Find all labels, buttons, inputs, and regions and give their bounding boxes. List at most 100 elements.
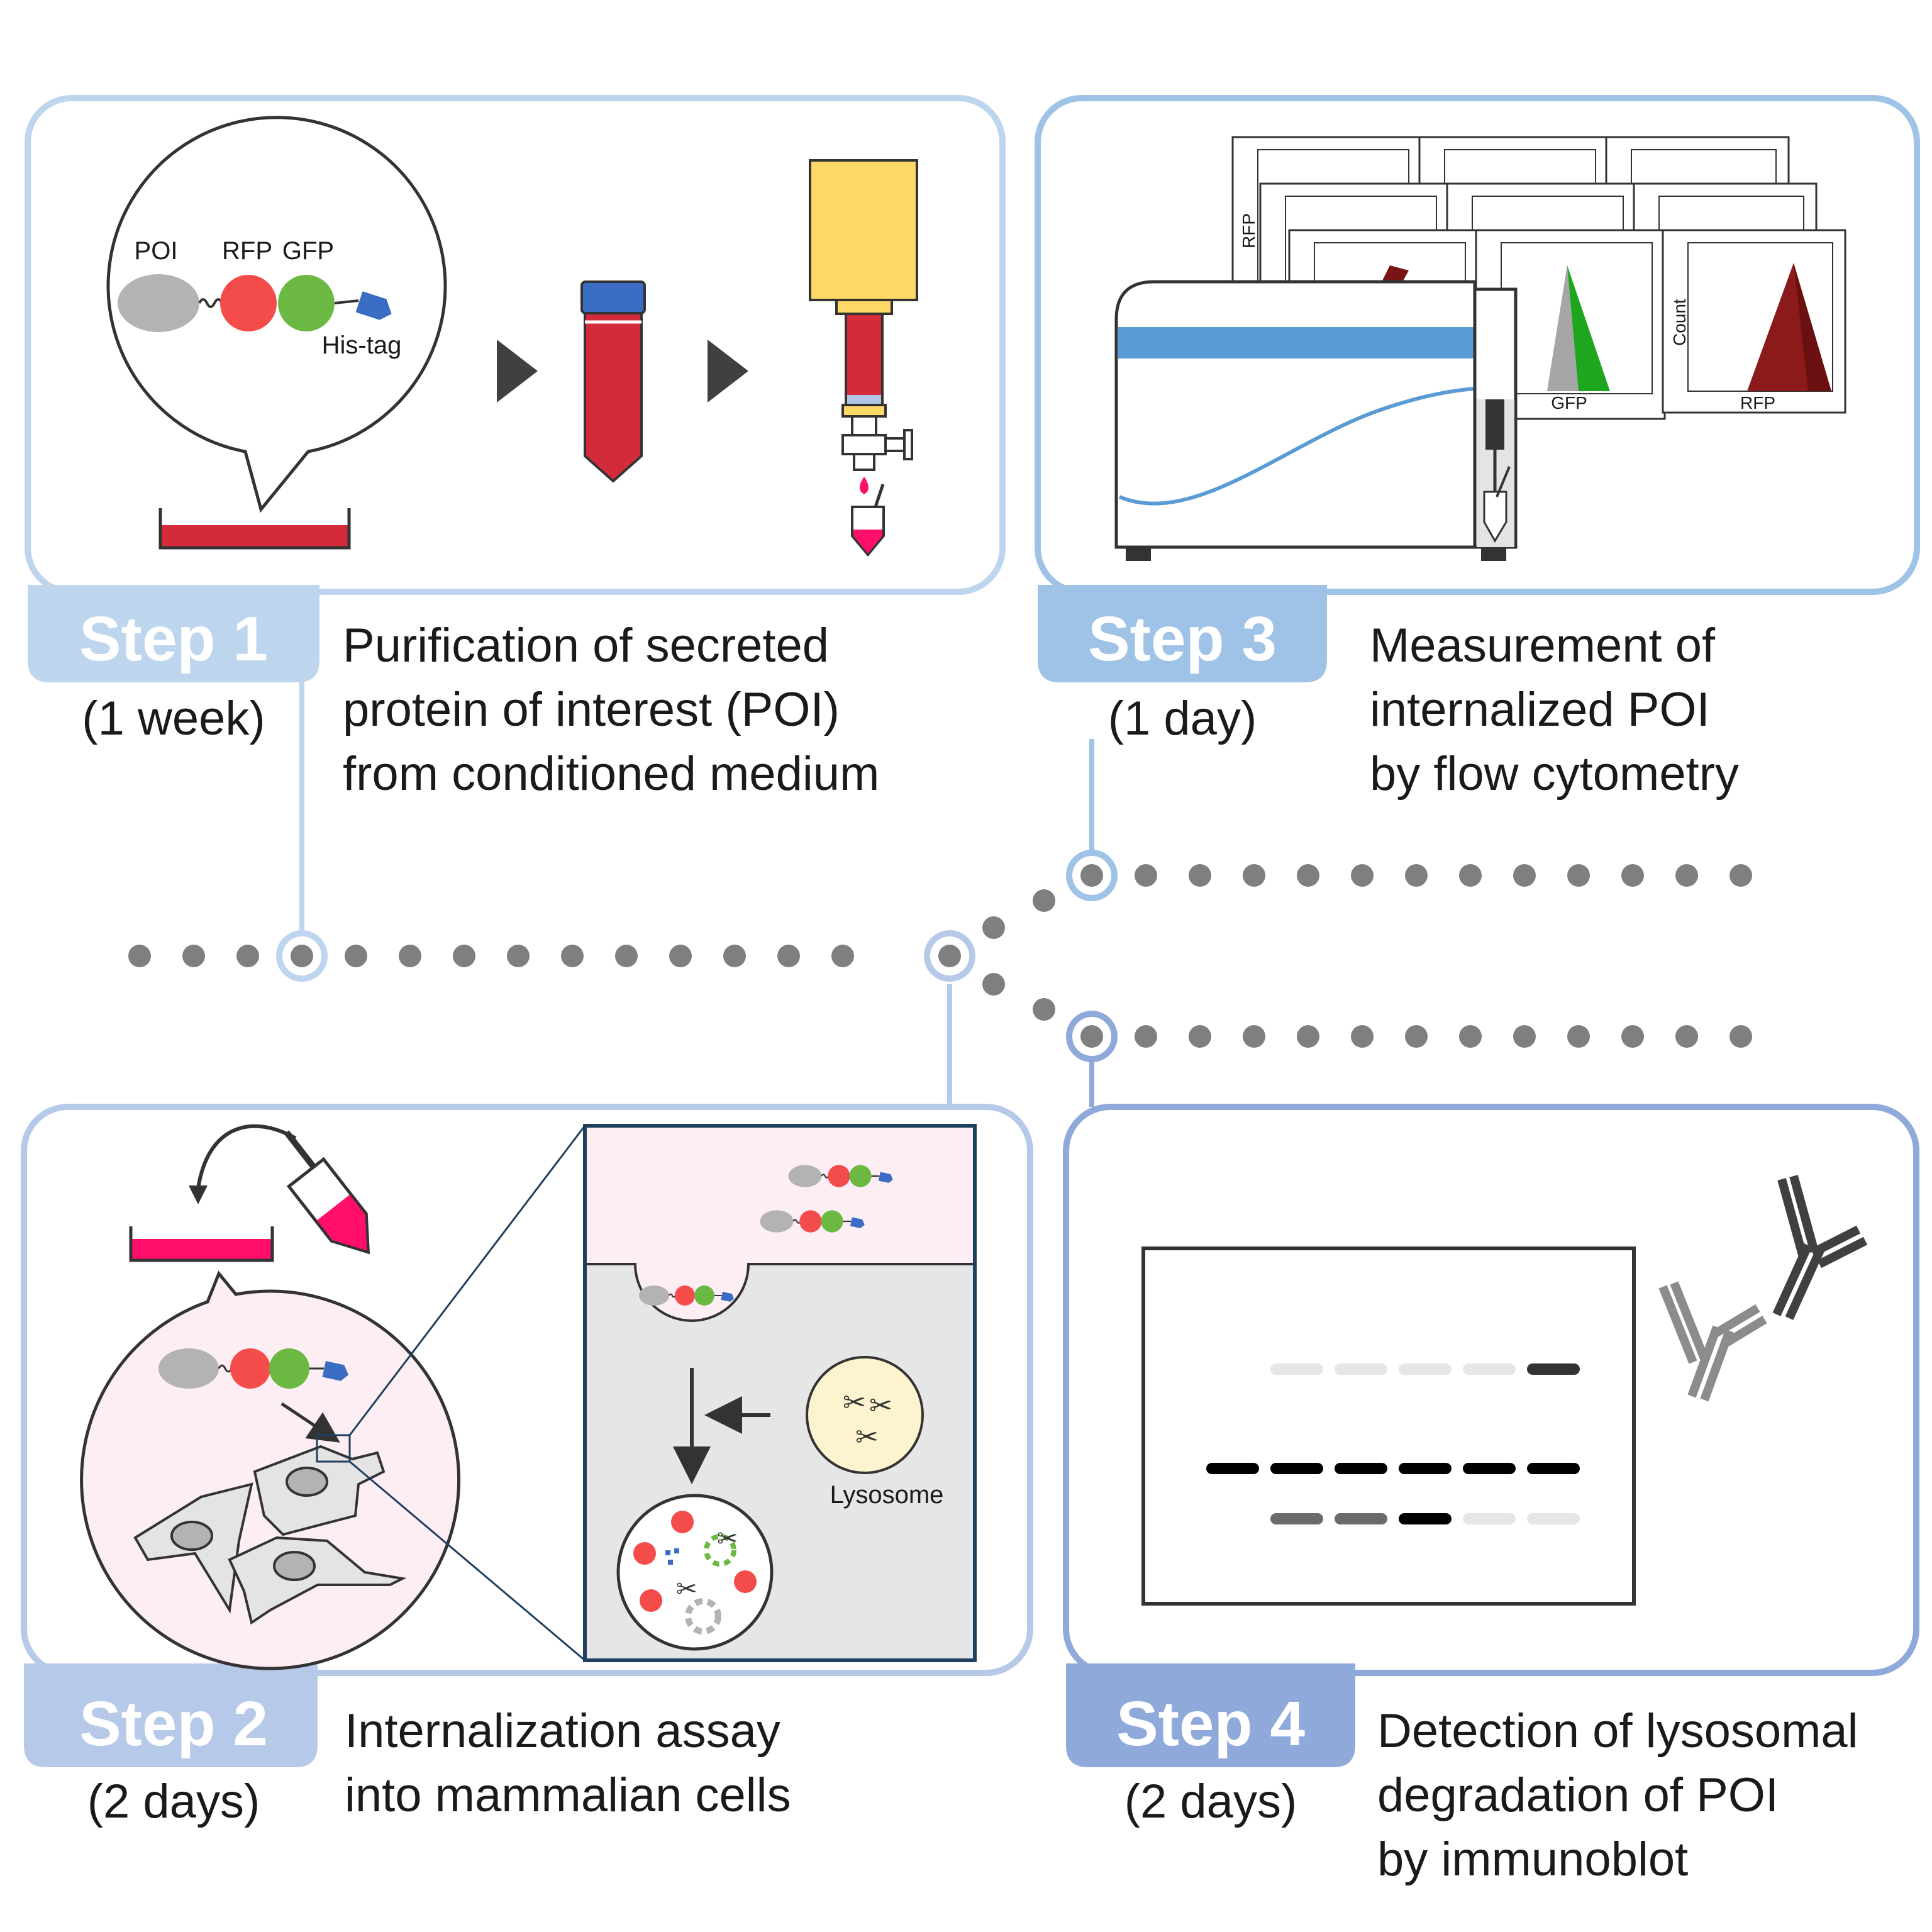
zoom-box xyxy=(316,1434,351,1463)
timeline-dot xyxy=(236,945,259,967)
timeline-dot xyxy=(1297,864,1319,887)
timeline-dot xyxy=(1405,864,1428,887)
scissors-icon: ✂ xyxy=(717,1524,738,1553)
antibody-icon xyxy=(1658,1175,1868,1402)
scissors-icon: ✂ xyxy=(676,1575,697,1604)
lysosome-label: Lysosome xyxy=(830,1481,944,1509)
arrow-right-icon xyxy=(708,340,748,402)
immunoblot-membrane-icon xyxy=(1141,1246,1636,1606)
step3-desc-line3: by flow cytometry xyxy=(1370,747,1739,801)
timeline-dot xyxy=(182,945,205,967)
svg-text:GFP: GFP xyxy=(282,237,334,265)
culture-dish-icon xyxy=(158,508,351,550)
step2-label-tab xyxy=(24,1670,318,1767)
svg-text:RFP: RFP xyxy=(1740,393,1775,413)
timeline-dot xyxy=(831,945,854,967)
timeline-dot xyxy=(1675,1025,1698,1048)
step3-label-tab xyxy=(1038,591,1327,682)
step2-panel: Step 2 (2 days) Internalization assay in… xyxy=(21,1104,1033,1828)
step3-panel: Step 3 (1 day) Measurement of internaliz… xyxy=(1035,95,1920,801)
step2-label: Step 2 xyxy=(79,1689,268,1759)
blot-band xyxy=(1463,1463,1516,1474)
timeline-dot xyxy=(615,945,638,967)
cell-icon xyxy=(228,1536,407,1625)
step1-desc-line3: from conditioned medium xyxy=(343,747,879,801)
timeline-dot xyxy=(1621,864,1644,887)
timeline-dot xyxy=(507,945,530,967)
timeline-dot xyxy=(1459,1025,1482,1048)
dot-row-bottom xyxy=(1135,1025,1752,1048)
timeline-dot xyxy=(1405,1025,1428,1048)
timeline-dot xyxy=(399,945,421,967)
zoom-inset: ✂ ✂ ✂ Lysosome ✂ ✂ xyxy=(583,1124,977,1662)
node-step4 xyxy=(1066,1011,1118,1062)
step3-duration: (1 day) xyxy=(1108,692,1257,745)
blot-band xyxy=(1463,1363,1516,1375)
scissors-icon: ✂ xyxy=(843,1387,866,1419)
timeline-connectors xyxy=(128,667,1752,1107)
step1-desc-line2: protein of interest (POI) xyxy=(343,683,840,736)
endosome-icon xyxy=(639,1285,735,1306)
timeline-dot xyxy=(453,945,475,967)
timeline-dot xyxy=(1567,864,1590,887)
blot-band xyxy=(1463,1513,1516,1524)
timeline-dot xyxy=(1729,864,1752,887)
blot-band xyxy=(1270,1513,1323,1524)
step2-desc-line2: into mammalian cells xyxy=(345,1768,791,1822)
timeline-dot xyxy=(1135,1025,1157,1048)
svg-text:Count: Count xyxy=(1670,299,1689,346)
step4-desc-line1: Detection of lysosomal xyxy=(1377,1704,1858,1758)
svg-text:GFP: GFP xyxy=(1551,393,1587,413)
step2-desc-line1: Internalization assay xyxy=(345,1704,780,1758)
blot-band xyxy=(1399,1513,1452,1524)
blot-band xyxy=(1335,1463,1387,1474)
flow-cytometer-icon xyxy=(1114,280,1518,561)
svg-text:POI: POI xyxy=(135,237,178,265)
scissors-icon: ✂ xyxy=(869,1390,892,1422)
collection-tube-icon xyxy=(851,484,885,557)
svg-text:RFP: RFP xyxy=(222,237,272,265)
blot-band xyxy=(1335,1363,1387,1375)
timeline-dot xyxy=(1729,1025,1752,1048)
blot-band xyxy=(1335,1513,1387,1524)
timeline-dot xyxy=(669,945,692,967)
timeline-dot xyxy=(1621,1025,1644,1048)
timeline-dot xyxy=(1351,1025,1374,1048)
timeline-dot xyxy=(1513,864,1536,887)
step2-duration: (2 days) xyxy=(87,1775,260,1828)
blot-bands xyxy=(1206,1363,1580,1524)
step4-panel: Step 4 (2 days) Detection of lysosomal d… xyxy=(1063,1104,1919,1886)
timeline-dot xyxy=(1189,1025,1211,1048)
timeline-dot xyxy=(1351,864,1374,887)
timeline-dot xyxy=(1243,1025,1265,1048)
timeline-dot xyxy=(128,945,151,967)
lysosome-icon: ✂ ✂ ✂ xyxy=(806,1356,924,1474)
construct-bubble: POI RFP GFP His-tag xyxy=(106,116,447,513)
blot-band xyxy=(1399,1463,1452,1474)
step1-duration: (1 week) xyxy=(82,692,265,745)
blot-band xyxy=(1270,1363,1323,1375)
timeline-dot xyxy=(723,945,746,967)
timeline-dot xyxy=(345,945,367,967)
timeline-dot xyxy=(777,945,800,967)
step4-label-tab xyxy=(1066,1670,1355,1767)
his-tag-icon xyxy=(355,291,392,320)
timeline-dot xyxy=(1513,1025,1536,1048)
degradation-vesicle-icon: ✂ ✂ xyxy=(616,1494,774,1651)
step3-desc-line1: Measurement of xyxy=(1370,619,1716,672)
blot-band xyxy=(1399,1363,1452,1375)
timeline-dot xyxy=(561,945,584,967)
timeline-dot xyxy=(1189,864,1211,887)
step4-label: Step 4 xyxy=(1116,1689,1305,1759)
arrow-right-icon xyxy=(497,340,538,402)
blot-band xyxy=(1206,1463,1259,1474)
step4-duration: (2 days) xyxy=(1124,1775,1297,1828)
step1-desc-line1: Purification of secreted xyxy=(343,619,829,672)
dot-row-top xyxy=(1135,864,1752,887)
node-step2 xyxy=(924,930,975,982)
step3-label: Step 3 xyxy=(1088,604,1277,674)
step4-desc-line2: degradation of POI xyxy=(1377,1768,1779,1822)
blot-band xyxy=(1527,1513,1580,1524)
svg-text:His-tag: His-tag xyxy=(322,331,402,359)
timeline-dot xyxy=(1297,1025,1319,1048)
